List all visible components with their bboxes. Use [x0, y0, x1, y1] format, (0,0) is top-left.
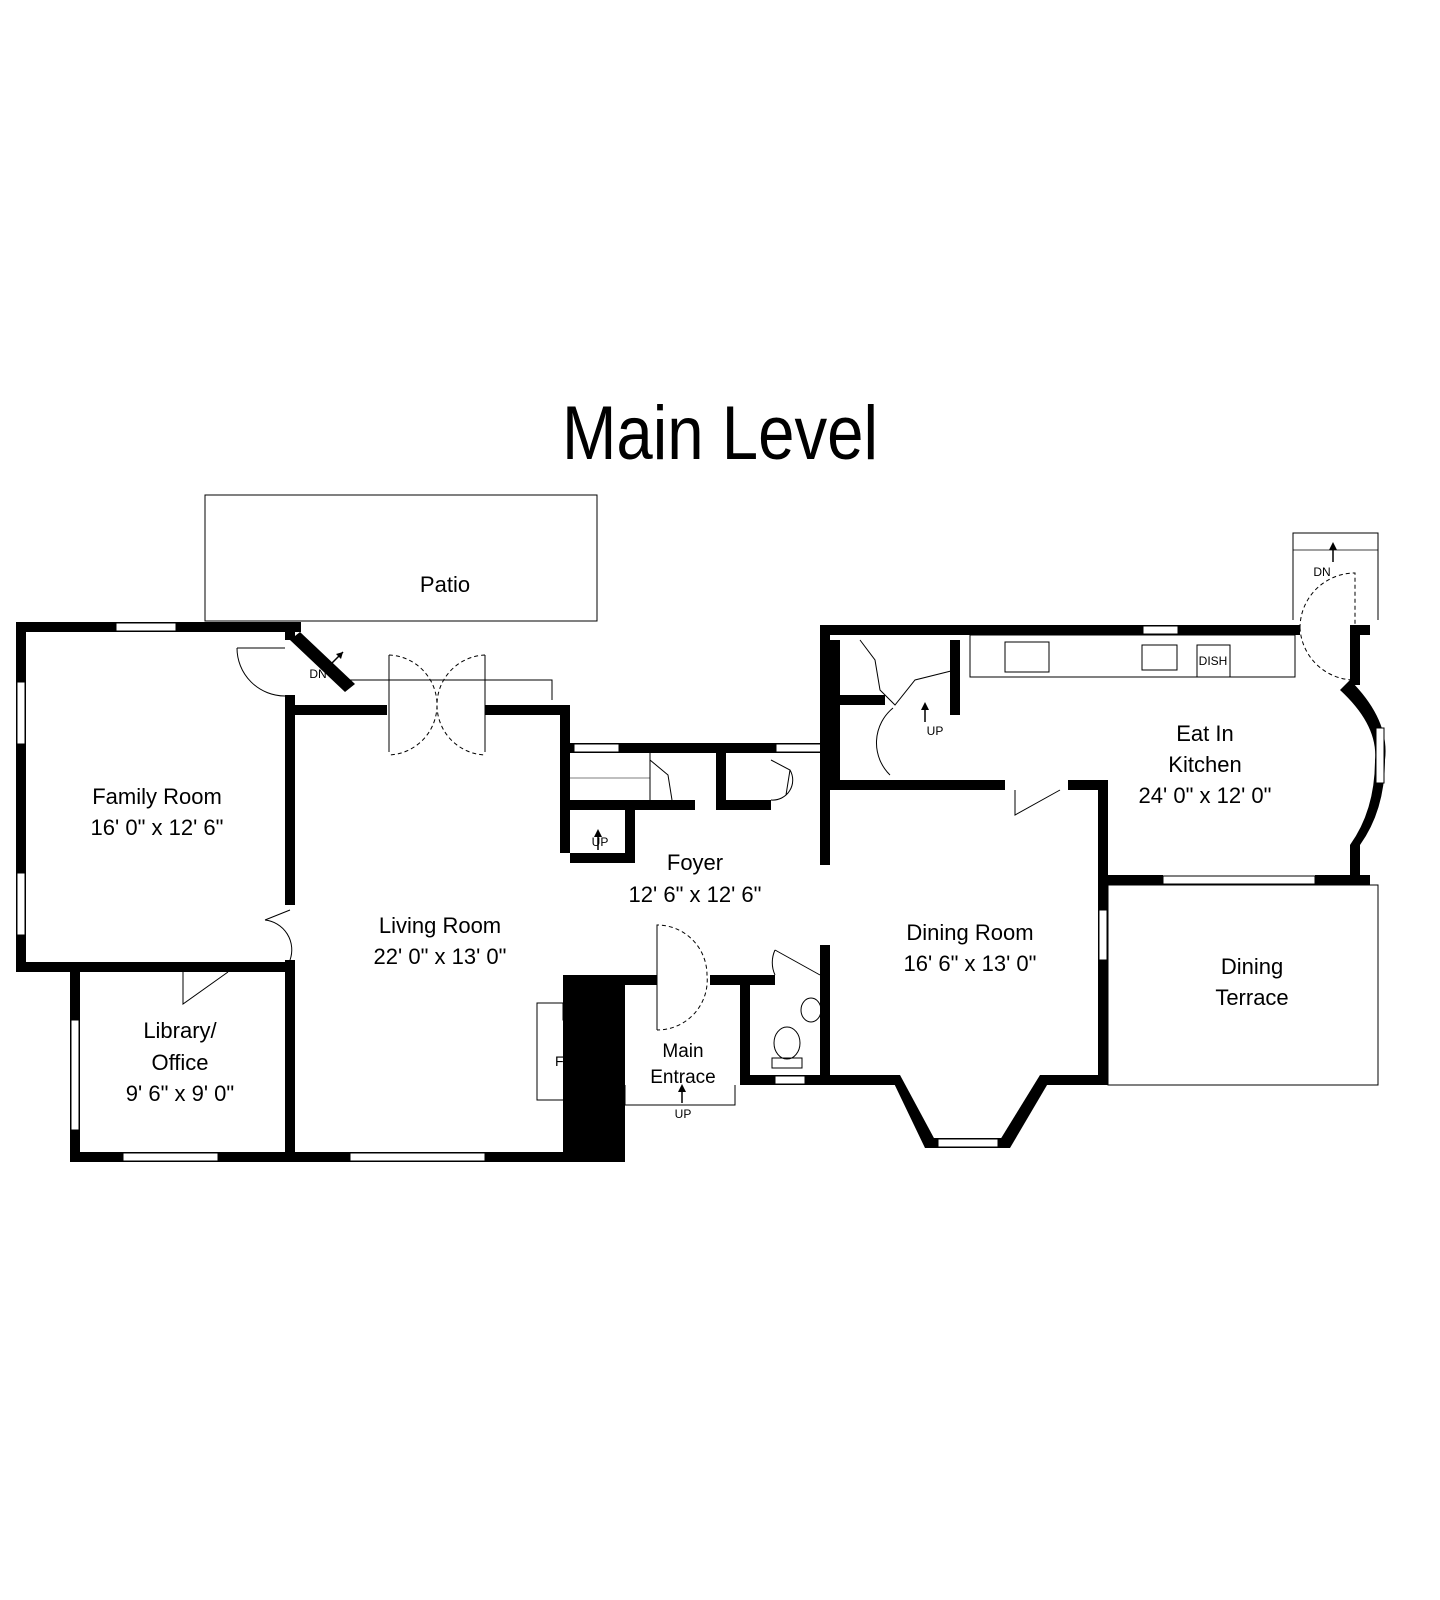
dining-window-right: [1098, 909, 1108, 961]
dining-kitchen-door[interactable]: [1014, 789, 1061, 816]
kitchen-window-top: [1142, 625, 1179, 635]
entrance-label-2: Entrace: [650, 1067, 715, 1088]
fireplace-label: FP: [555, 1053, 573, 1069]
toilet: [773, 1026, 801, 1060]
kitchen-bay-window: [1375, 727, 1385, 784]
dn-label-patio: DN: [309, 667, 326, 681]
living-room-label: Living Room: [379, 913, 501, 938]
entrance-step: [624, 1085, 736, 1106]
library-label-1: Library/: [143, 1018, 217, 1043]
dining-room-size: 16' 6" x 13' 0": [904, 951, 1037, 976]
kitchen-label-2: Kitchen: [1168, 752, 1241, 777]
patio-outline: [204, 494, 598, 622]
toilet-tank: [771, 1057, 803, 1069]
library-door[interactable]: [182, 971, 229, 1005]
foyer-size: 12' 6" x 12' 6": [629, 882, 762, 907]
library-window-bottom: [122, 1152, 219, 1162]
sink: [800, 997, 822, 1023]
family-window-left-1: [16, 681, 26, 745]
patio-label: Patio: [420, 572, 470, 597]
library-window-left: [70, 1019, 80, 1131]
main-entrance-door[interactable]: [656, 924, 708, 1031]
terrace-label-1: Dining: [1221, 954, 1283, 979]
dining-room-label: Dining Room: [906, 920, 1033, 945]
library-label-2: Office: [151, 1050, 208, 1075]
patio-step: [346, 679, 553, 700]
foyer-stairs: [570, 743, 820, 863]
up-label-foyer: UP: [592, 835, 609, 849]
range: [1004, 641, 1050, 673]
foyer-label: Foyer: [667, 850, 723, 875]
kitchen-exterior-door[interactable]: [1299, 572, 1356, 681]
closet-door[interactable]: [770, 759, 794, 801]
entrance-label-1: Main: [662, 1041, 703, 1062]
living-room-walls: [290, 632, 625, 1162]
kitchen-label-1: Eat In: [1176, 721, 1233, 746]
living-room-size: 22' 0" x 13' 0": [374, 944, 507, 969]
french-doors[interactable]: [388, 654, 486, 756]
foyer-window: [573, 743, 620, 753]
basement-door[interactable]: [876, 707, 894, 776]
powder-wall: [750, 975, 775, 985]
powder-window: [774, 1075, 806, 1085]
powder-door[interactable]: [771, 949, 821, 976]
dish-label: DISH: [1199, 654, 1228, 668]
kitchen-size: 24' 0" x 12' 0": [1139, 783, 1272, 808]
family-room-size: 16' 0" x 12' 6": [91, 815, 224, 840]
kitchen-sink: [1141, 644, 1178, 671]
library-size: 9' 6" x 9' 0": [126, 1081, 234, 1106]
kitchen-exterior-step: [1292, 532, 1379, 620]
kitchen-counter: [969, 634, 1296, 678]
kitchen-slider[interactable]: [1162, 875, 1316, 885]
fireplace-hearth: [536, 1002, 584, 1101]
family-room-label: Family Room: [92, 784, 222, 809]
dn-label-kitchen: DN: [1313, 565, 1330, 579]
living-window-bottom: [349, 1152, 486, 1162]
kitchen-stairs: [859, 639, 956, 706]
up-label-kitchen: UP: [927, 724, 944, 738]
up-label-entrance: UP: [675, 1107, 692, 1121]
family-window-top: [115, 622, 177, 632]
family-window-left-2: [16, 872, 26, 936]
dishwasher: [1196, 644, 1231, 678]
family-patio-door[interactable]: [236, 647, 286, 697]
dining-bay-window: [937, 1138, 999, 1148]
foyer-right-wall: [820, 625, 830, 865]
terrace-label-2: Terrace: [1215, 985, 1288, 1010]
dining-terrace-outline: [1107, 884, 1379, 1086]
foyer-window-2: [775, 743, 822, 753]
plan-title: Main Level: [561, 391, 879, 476]
dining-left-wall: [820, 945, 830, 1075]
family-living-door[interactable]: [264, 909, 293, 961]
